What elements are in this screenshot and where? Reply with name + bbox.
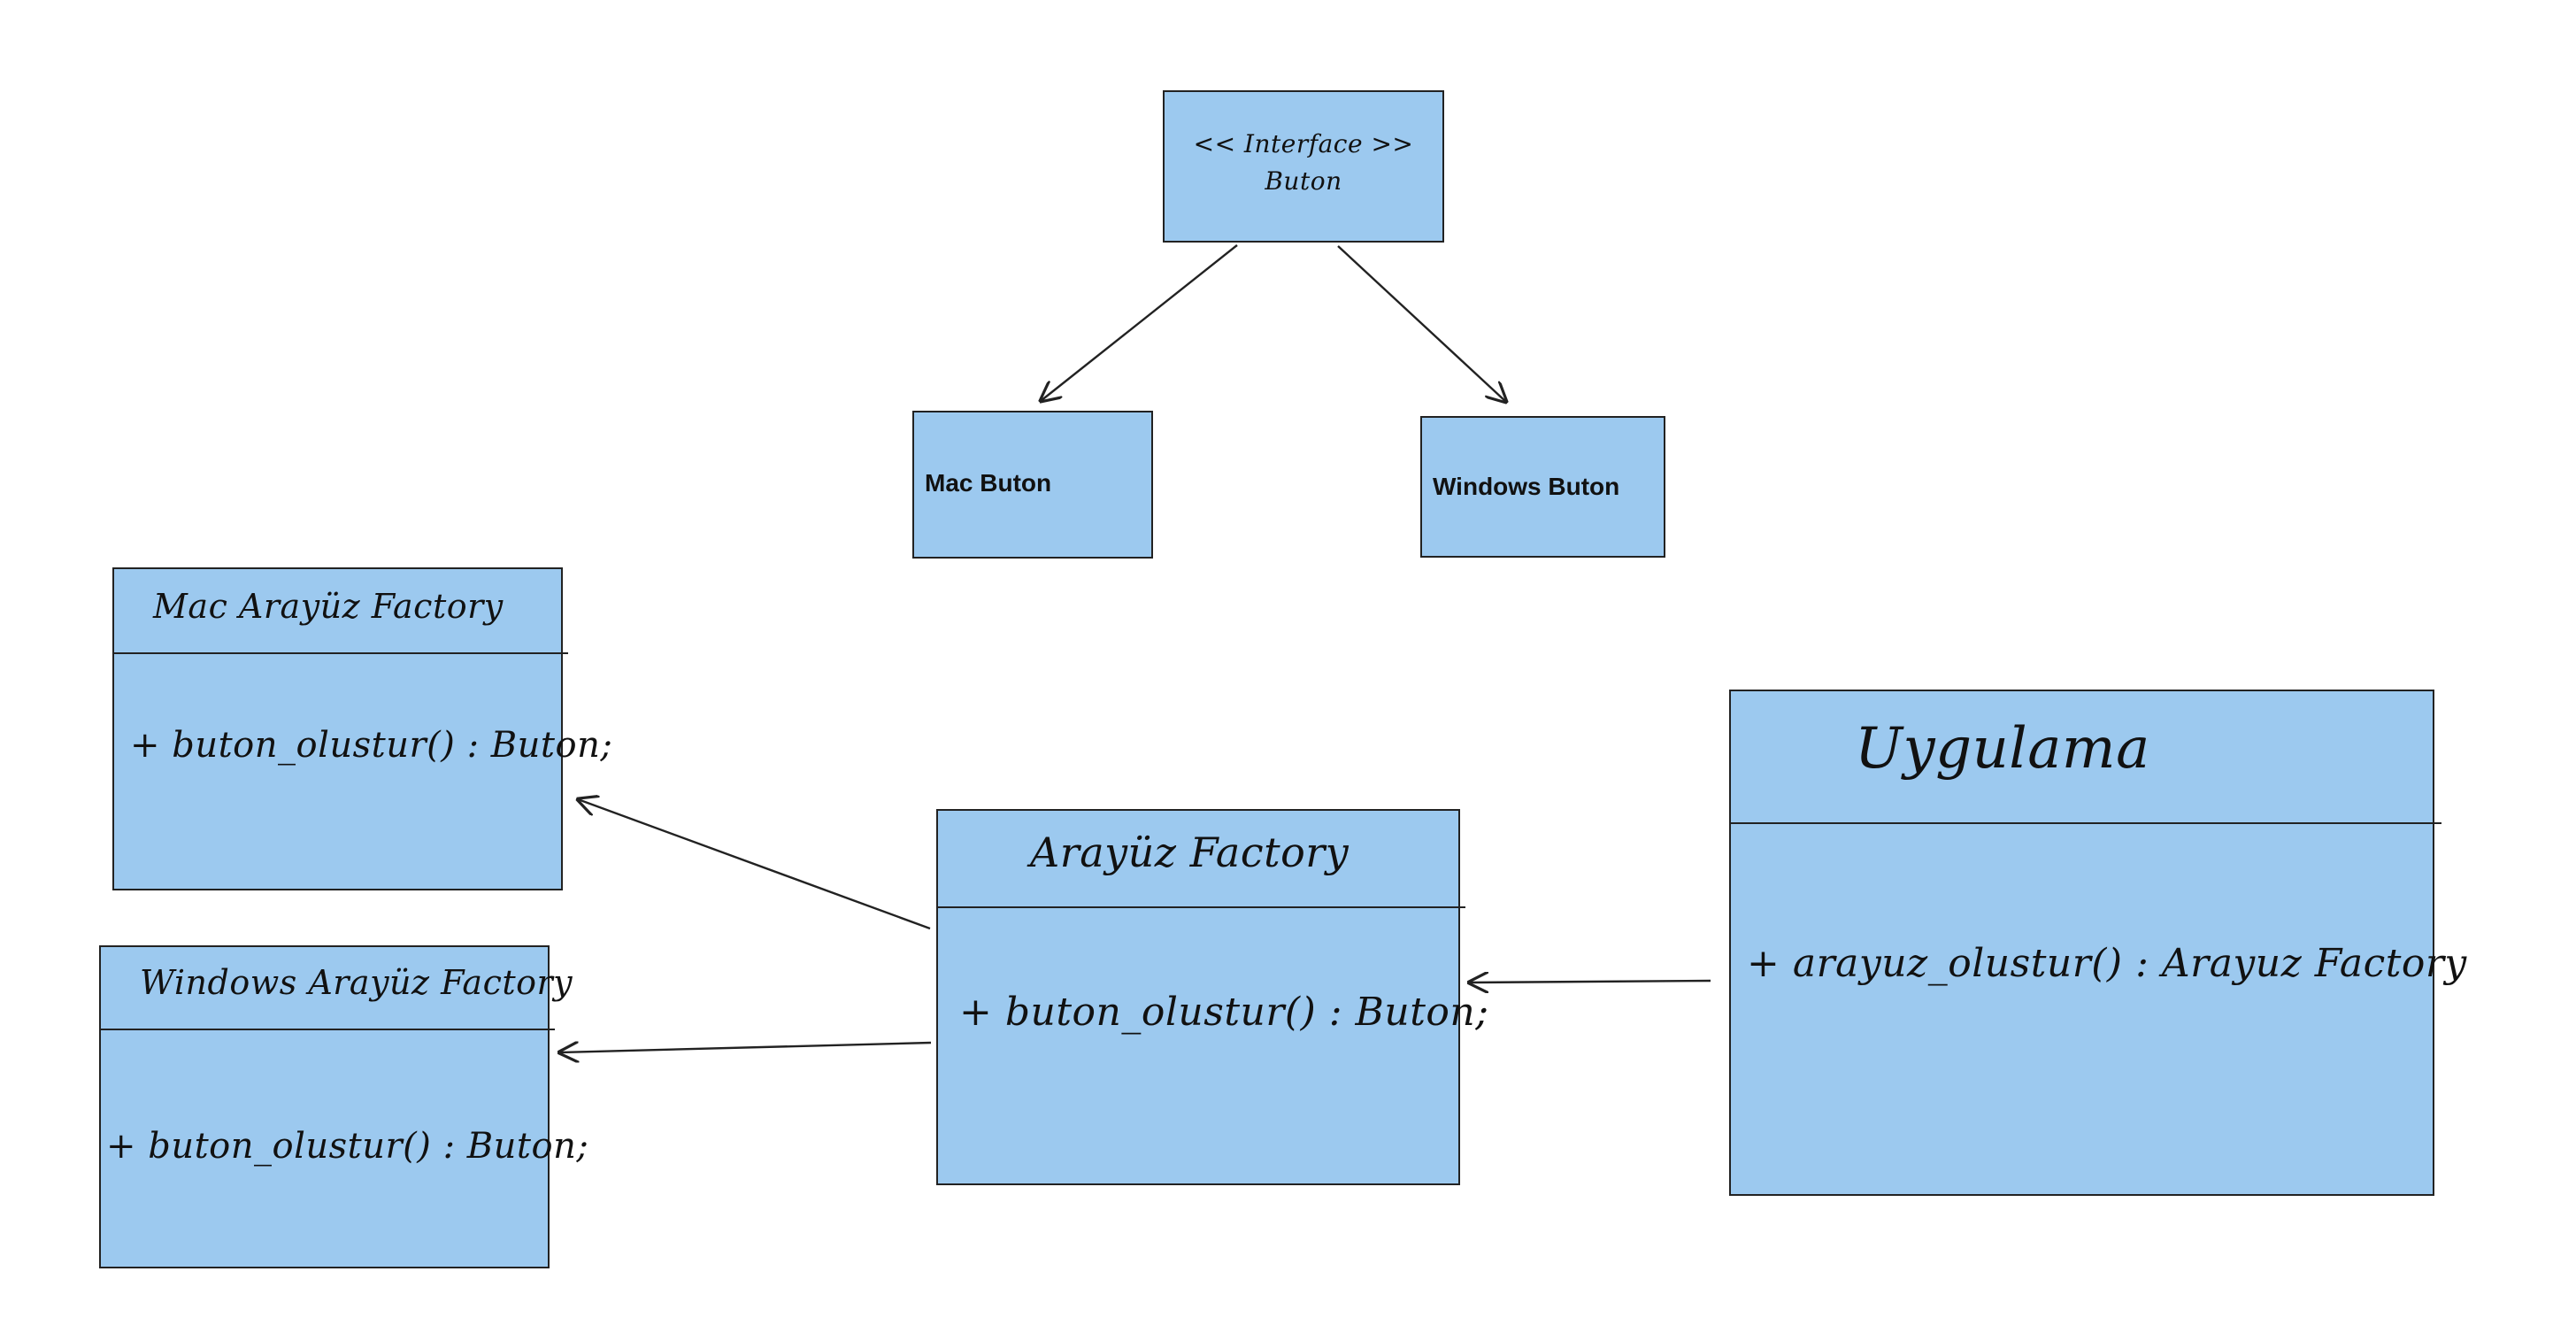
interface-name: Buton — [1265, 166, 1342, 196]
windows-factory-name: Windows Arayüz Factory — [140, 963, 573, 1002]
application-name: Uygulama — [1855, 716, 2150, 782]
mac-factory-box[interactable]: Mac Arayüz Factory + buton_olustur() : B… — [112, 567, 612, 890]
arrow-factory-to-windows-factory — [559, 1043, 932, 1052]
windows-factory-box[interactable]: Windows Arayüz Factory + buton_olustur()… — [99, 945, 588, 1268]
mac-factory-method: + buton_olustur() : Buton; — [130, 725, 613, 766]
abstract-factory-divider — [936, 906, 1465, 908]
abstract-factory-name: Arayüz Factory — [1030, 828, 1350, 876]
mac-buton-box[interactable]: Mac Buton — [912, 411, 1153, 559]
windows-factory-method: + buton_olustur() : Buton; — [106, 1126, 589, 1167]
abstract-factory-box[interactable]: Arayüz Factory + buton_olustur() : Buton… — [936, 809, 1488, 1185]
application-method: + arayuz_olustur() : Arayuz Factory — [1747, 941, 2467, 986]
windows-factory-divider — [99, 1029, 555, 1030]
application-box[interactable]: Uygulama + arayuz_olustur() : Arayuz Fac… — [1729, 690, 2466, 1196]
abstract-factory-method: + buton_olustur() : Buton; — [959, 990, 1489, 1035]
arrow-interface-to-windows-buton — [1337, 245, 1506, 402]
interface-text: << Interface >> Buton — [1165, 126, 1442, 200]
mac-buton-label: Mac Buton — [925, 469, 1052, 497]
application-divider — [1729, 822, 2441, 824]
interface-stereotype: << Interface >> — [1193, 129, 1414, 158]
arrow-interface-to-mac-buton — [1041, 244, 1238, 401]
mac-factory-divider — [112, 652, 568, 654]
windows-buton-box[interactable]: Windows Buton — [1420, 416, 1665, 558]
interface-buton-box[interactable]: << Interface >> Buton — [1163, 90, 1444, 243]
arrow-application-to-factory — [1469, 981, 1711, 983]
windows-buton-label: Windows Buton — [1433, 473, 1620, 500]
arrow-factory-to-mac-factory — [578, 799, 931, 930]
mac-factory-name: Mac Arayüz Factory — [153, 587, 504, 626]
